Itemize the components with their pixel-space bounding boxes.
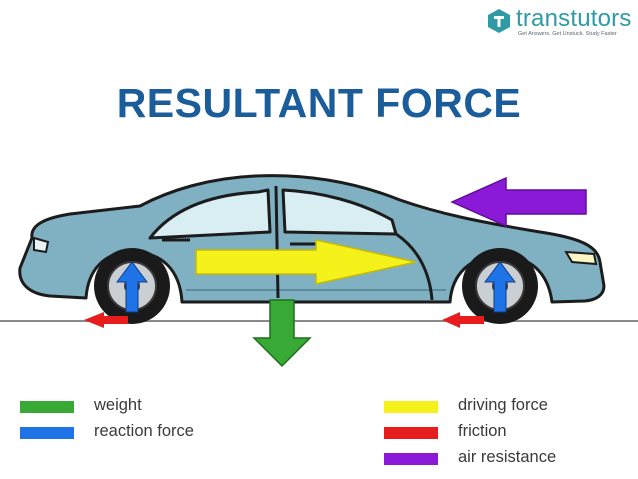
legend-item-driving-force: driving force bbox=[384, 396, 614, 416]
door-line-rear bbox=[274, 185, 280, 299]
legend-swatch-weight bbox=[20, 401, 74, 413]
tail-light bbox=[33, 236, 50, 254]
legend-label-air-resistance: air resistance bbox=[458, 448, 557, 466]
logo-wordmark: transtutors bbox=[516, 5, 632, 32]
legend-label-reaction-force: reaction force bbox=[94, 422, 194, 440]
legend-item-friction: friction bbox=[384, 422, 614, 442]
reaction-force-arrow-front bbox=[484, 261, 516, 313]
legend-swatch-driving-force bbox=[384, 401, 438, 413]
friction-arrow-front bbox=[442, 312, 484, 328]
legend-swatch-reaction-force bbox=[20, 427, 74, 439]
transtutors-logo-icon bbox=[488, 9, 510, 33]
legend-label-friction: friction bbox=[458, 422, 507, 440]
legend-item-air-resistance: air resistance bbox=[384, 448, 614, 468]
friction-arrow-rear bbox=[84, 312, 128, 328]
headlight bbox=[564, 250, 598, 266]
transtutors-logo: transtutors Get Answers. Get Unstuck. St… bbox=[486, 5, 634, 40]
weight-arrow bbox=[252, 299, 312, 368]
legend-label-weight: weight bbox=[94, 396, 142, 414]
air-resistance-arrow bbox=[450, 176, 587, 228]
door-line-front bbox=[395, 232, 434, 301]
legend-swatch-friction bbox=[384, 427, 438, 439]
legend-swatch-air-resistance bbox=[384, 453, 438, 465]
legend-label-driving-force: driving force bbox=[458, 396, 548, 414]
driving-force-arrow bbox=[195, 239, 417, 285]
logo-tagline: Get Answers. Get Unstuck. Study Faster bbox=[518, 31, 617, 37]
legend-item-weight: weight bbox=[20, 396, 220, 416]
rear-window bbox=[148, 188, 272, 240]
front-window bbox=[281, 188, 398, 236]
page-title: RESULTANT FORCE bbox=[116, 80, 522, 126]
legend-item-reaction-force: reaction force bbox=[20, 422, 240, 442]
reaction-force-arrow-rear bbox=[116, 261, 148, 313]
